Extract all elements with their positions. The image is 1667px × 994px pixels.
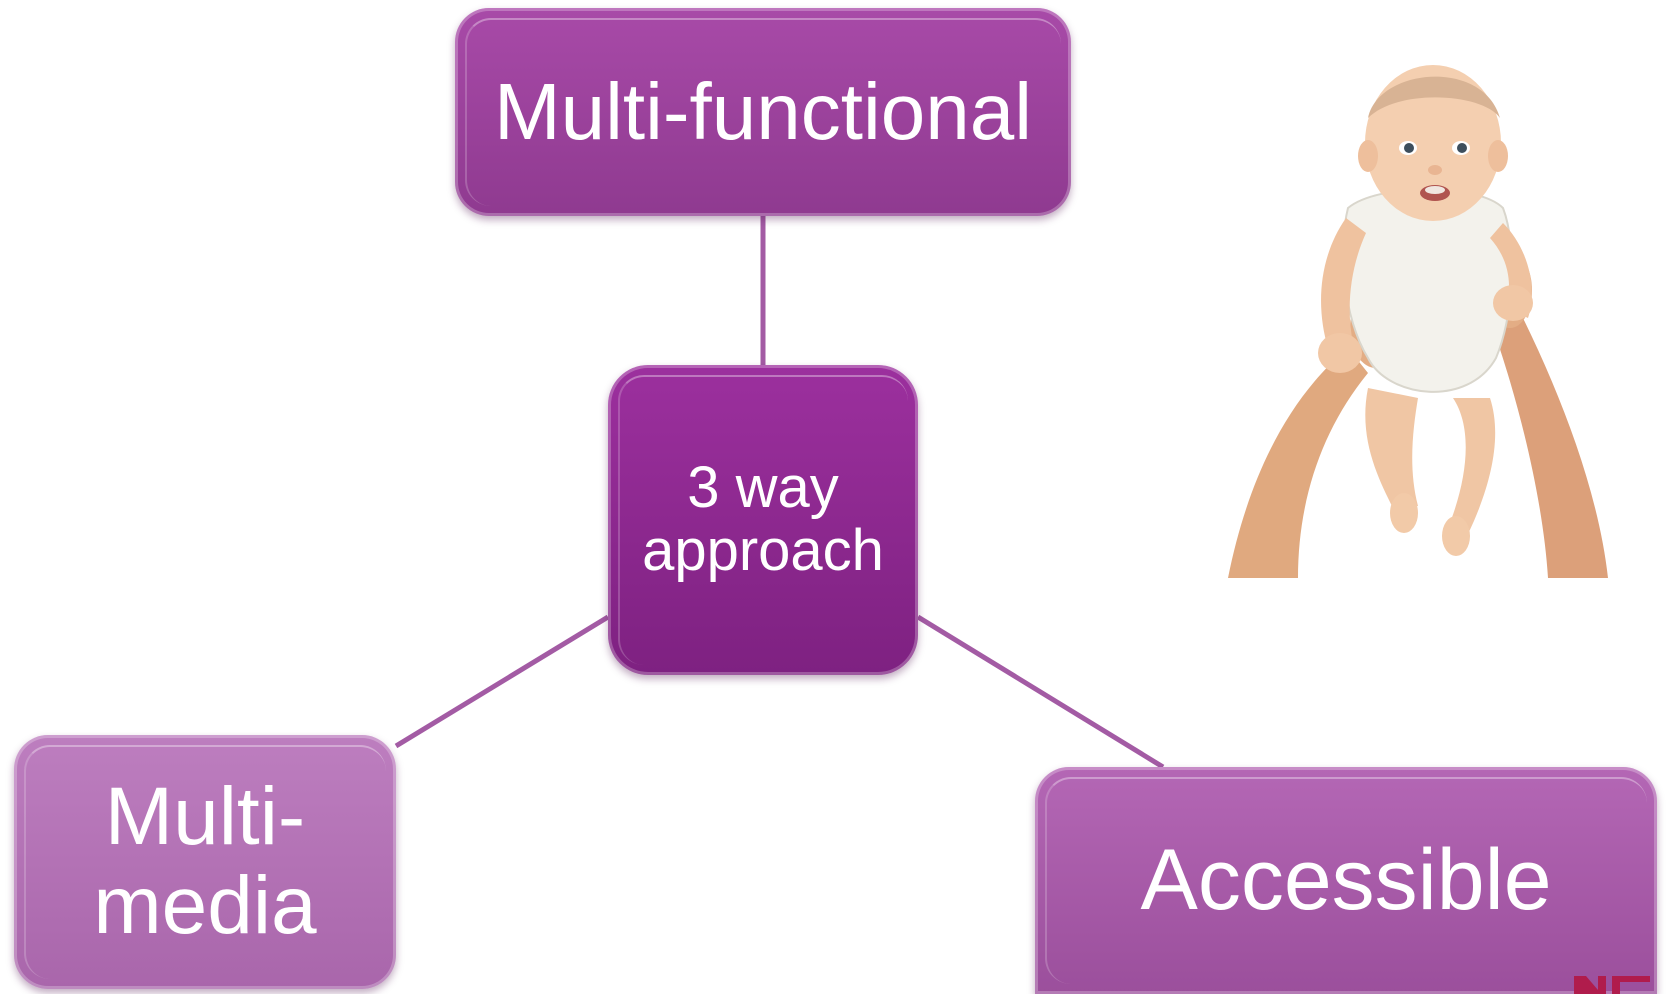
node-accessible-label: Accessible (1140, 832, 1552, 929)
node-multi-functional: Multi-functional (455, 8, 1071, 216)
corner-logo-icon (1574, 976, 1650, 994)
node-3-way-approach: 3 way approach (608, 365, 918, 675)
baby-photo (1228, 65, 1608, 578)
node-multi-functional-label: Multi-functional (493, 66, 1032, 156)
node-multi-media: Multi- media (14, 735, 396, 989)
node-3-way-approach-label: 3 way approach (642, 455, 884, 583)
node-multi-media-label: Multi- media (93, 771, 317, 951)
node-accessible: Accessible (1035, 767, 1657, 994)
connector-right (916, 614, 1165, 770)
connector-left (394, 614, 610, 749)
